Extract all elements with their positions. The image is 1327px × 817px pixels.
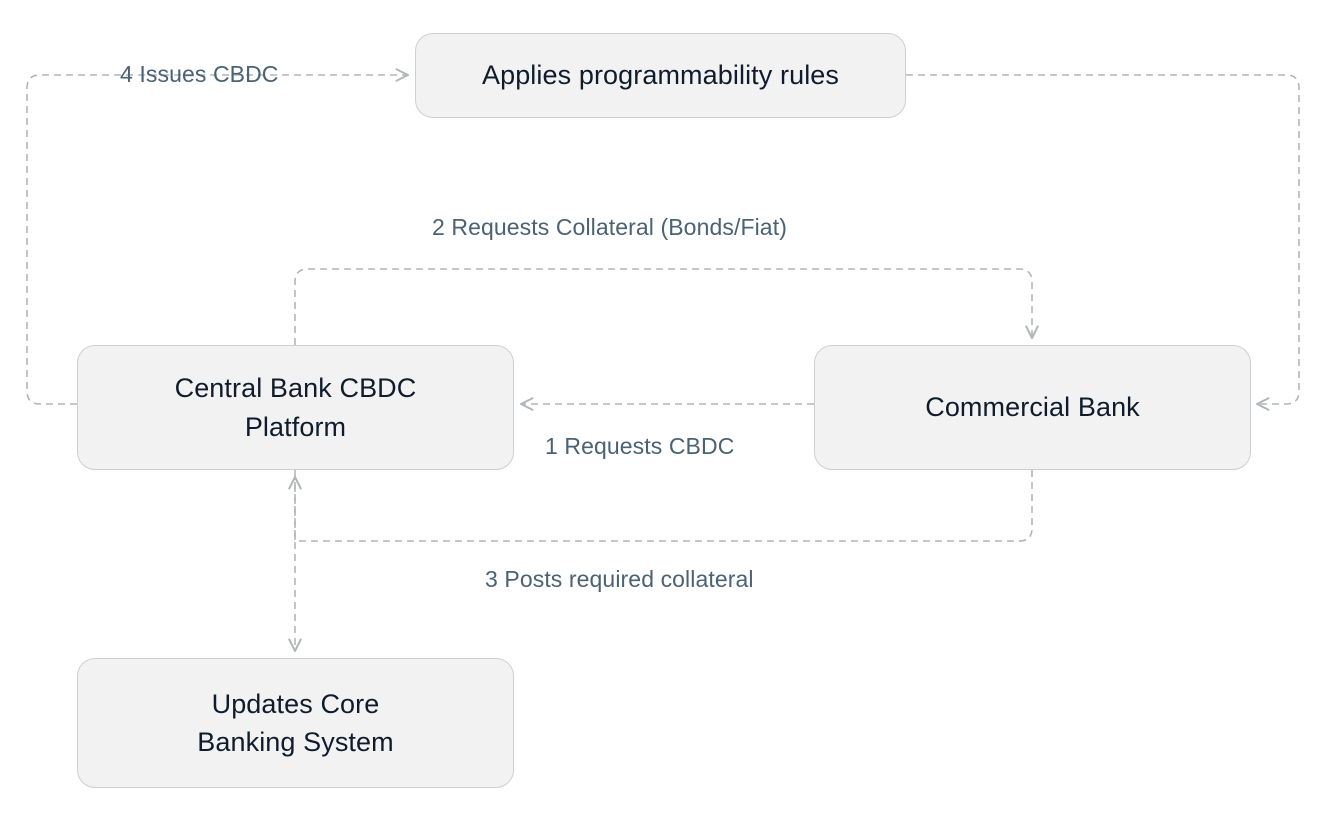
edge-label-3-posts-required-collateral: 3 Posts required collateral: [485, 566, 754, 592]
node-label: Applies programmability rules: [481, 60, 840, 91]
edge-label-1-requests-cbdc: 1 Requests CBDC: [545, 433, 735, 459]
node-label: Updates Core Banking System: [197, 688, 394, 757]
node-applies-programmability-rules[interactable]: Applies programmability rules: [415, 33, 906, 118]
edge-path-3-posts-required-collateral: [288, 470, 1033, 542]
node-label: Commercial Bank: [925, 392, 1140, 423]
edge-path-2-requests-collateral: [294, 268, 1039, 345]
edge-label-2-requests-collateral: 2 Requests Collateral (Bonds/Fiat): [432, 214, 787, 240]
node-central-bank-cbdc-platform[interactable]: Central Bank CBDC Platform: [77, 345, 514, 470]
node-label: Central Bank CBDC Platform: [174, 373, 417, 442]
node-commercial-bank[interactable]: Commercial Bank: [814, 345, 1251, 470]
edge-label-4-issues-cbdc: 4 Issues CBDC: [120, 61, 279, 87]
node-updates-core-banking-system[interactable]: Updates Core Banking System: [77, 658, 514, 788]
